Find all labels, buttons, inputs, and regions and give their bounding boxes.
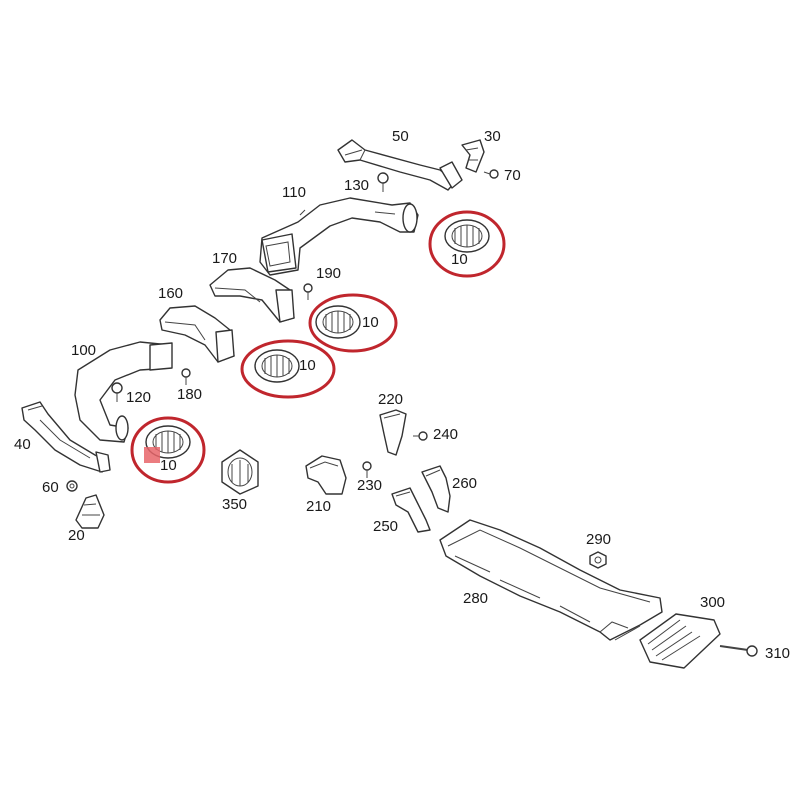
label-50: 50: [392, 128, 409, 145]
label-30: 30: [484, 128, 501, 145]
part-30-bracket: [461, 139, 485, 173]
part-100-duct: [74, 341, 173, 443]
label-310: 310: [765, 645, 791, 662]
highlight-ring-vent-top: [428, 210, 506, 278]
label-60: 60: [42, 479, 59, 496]
label-290: 290: [586, 531, 612, 548]
part-60-screw: [66, 480, 78, 492]
highlight-ring-vent-left: [130, 416, 206, 484]
label-250: 250: [373, 518, 399, 535]
label-70: 70: [504, 167, 521, 184]
label-260: 260: [452, 475, 478, 492]
label-180: 180: [177, 386, 203, 403]
part-10-vent-lower-mid: [254, 349, 300, 383]
part-350-vent: [221, 449, 259, 495]
label-110: 110: [282, 184, 306, 201]
label-10-upper-mid: 10: [362, 314, 379, 331]
label-10-lower-mid: 10: [299, 357, 316, 374]
label-160: 160: [158, 285, 184, 302]
part-290-nut: [589, 551, 607, 569]
label-240: 240: [433, 426, 459, 443]
label-20: 20: [68, 527, 85, 544]
part-50-duct: [337, 139, 463, 191]
part-10-vent-upper-mid: [315, 305, 361, 339]
part-230-screw: [362, 461, 372, 478]
highlight-marker: [144, 447, 160, 463]
label-130: 130: [344, 177, 370, 194]
label-300: 300: [700, 594, 726, 611]
highlight-ring-vent-upper-mid: [308, 293, 398, 353]
label-230: 230: [357, 477, 383, 494]
part-310-bolt: [719, 645, 758, 657]
part-280-duct: [439, 519, 663, 641]
label-280: 280: [463, 590, 489, 607]
part-190-screw: [303, 283, 313, 300]
label-170: 170: [212, 250, 238, 267]
part-20-bracket: [75, 494, 105, 529]
part-130-screw: [377, 172, 389, 192]
label-100: 100: [71, 342, 97, 359]
part-70-screw: [483, 169, 499, 179]
label-190: 190: [316, 265, 342, 282]
label-220: 220: [378, 391, 404, 408]
part-170-duct: [209, 267, 295, 323]
part-210-duct: [305, 455, 347, 495]
label-120: 120: [126, 389, 152, 406]
part-300-grille: [639, 613, 721, 669]
part-180-screw: [181, 368, 191, 385]
part-240-screw: [413, 431, 428, 441]
part-40-duct: [21, 401, 111, 473]
label-350: 350: [222, 496, 248, 513]
part-260-duct: [421, 465, 451, 513]
part-160-duct: [159, 305, 235, 363]
part-250-duct: [391, 487, 431, 533]
part-220-duct: [379, 409, 407, 456]
part-110-duct: [259, 197, 419, 276]
part-10-vent-top: [444, 219, 490, 253]
label-40: 40: [14, 436, 31, 453]
label-210: 210: [306, 498, 332, 515]
label-10-top: 10: [451, 251, 468, 268]
part-120-screw: [111, 382, 123, 402]
label-10-left: 10: [160, 457, 177, 474]
highlight-ring-vent-lower-mid: [240, 339, 336, 399]
